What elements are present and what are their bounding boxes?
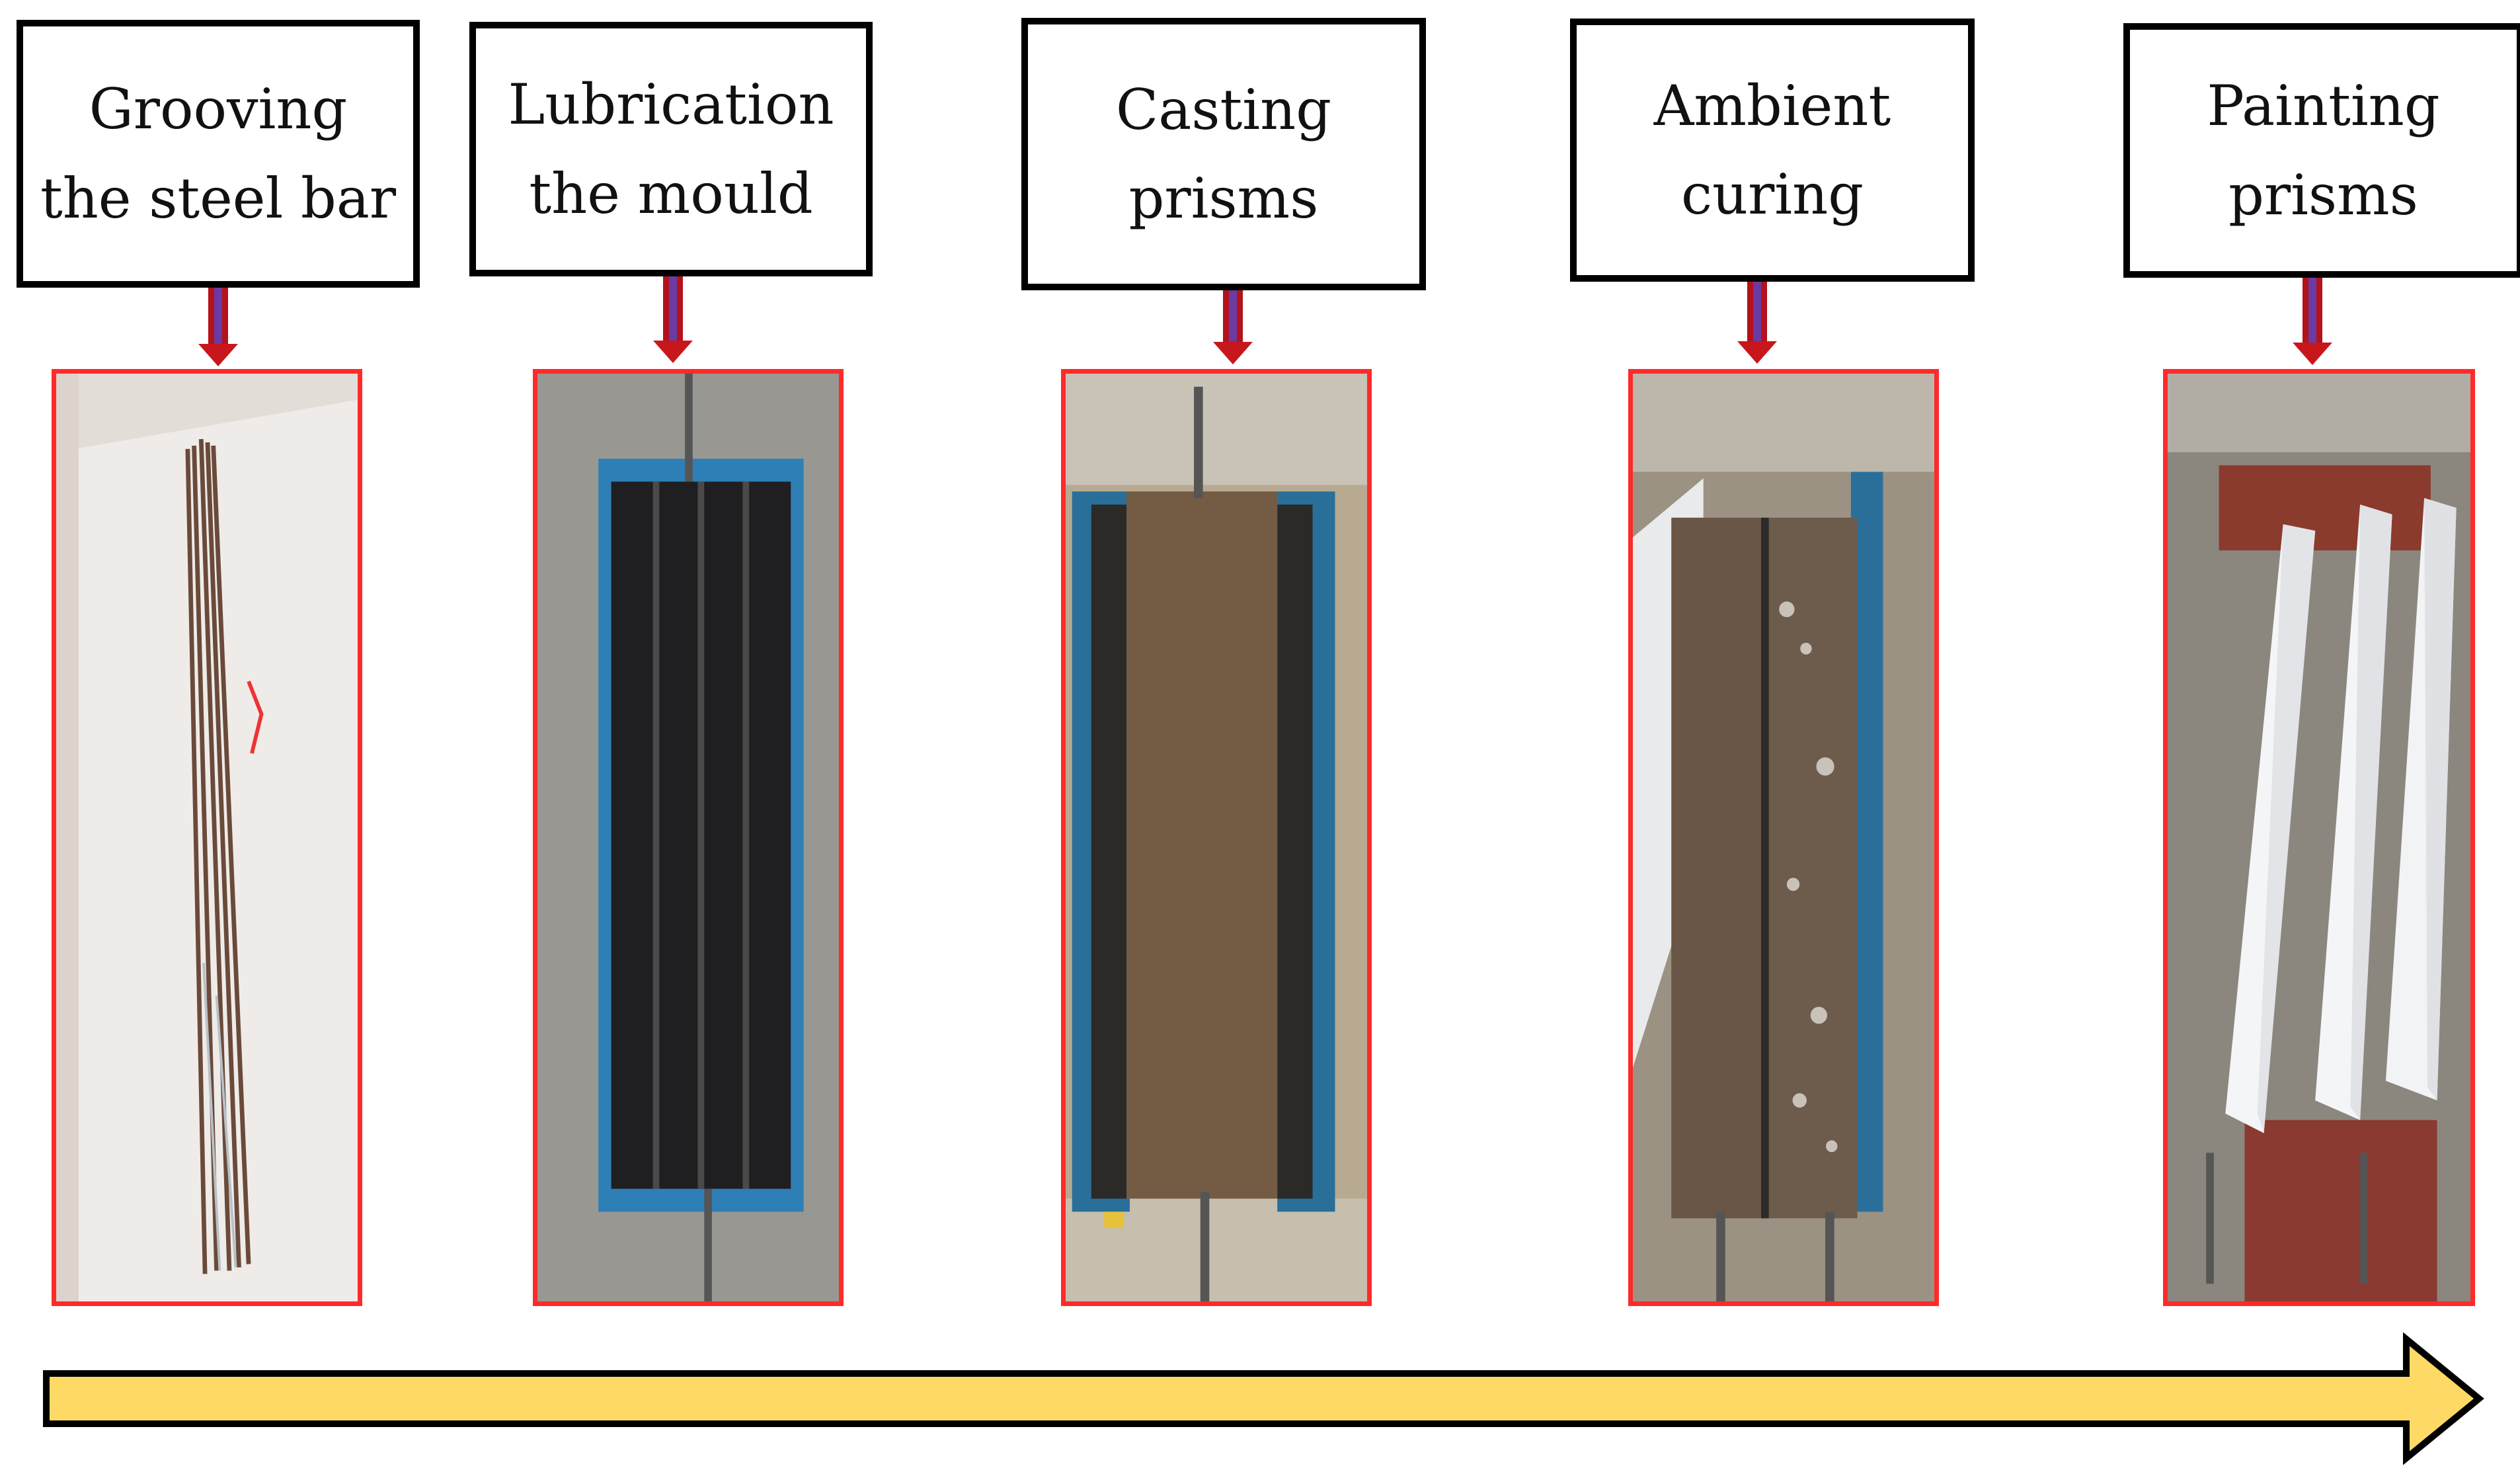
step-label-curing: Ambient curing	[1653, 73, 1891, 227]
step-label-lubrication: Lubrication the mould	[508, 72, 834, 226]
step-label-casting: Casting prisms	[1116, 77, 1331, 231]
photo-ambient-curing	[1628, 369, 1939, 1306]
photo-painted-prisms	[2163, 369, 2475, 1306]
arrow-head-lubrication	[653, 341, 693, 363]
step-box-grooving: Grooving the steel bar	[17, 20, 420, 288]
photo-steel-bars	[52, 369, 362, 1306]
arrow-head-painting	[2293, 343, 2332, 365]
process-timeline-arrow	[43, 1332, 2484, 1465]
arrow-head-curing	[1737, 341, 1777, 364]
connector-painting	[2303, 278, 2322, 344]
photo-lubricated-mould	[533, 369, 844, 1306]
connector-curing	[1747, 282, 1767, 343]
step-box-painting: Painting prisms	[2123, 23, 2520, 278]
step-box-curing: Ambient curing	[1570, 19, 1975, 282]
arrow-head-casting	[1213, 342, 1253, 364]
timeline-arrow-shape	[43, 1332, 2484, 1465]
step-label-painting: Painting prisms	[2207, 73, 2440, 227]
step-box-lubrication: Lubrication the mould	[469, 22, 873, 276]
step-box-casting: Casting prisms	[1021, 18, 1426, 290]
connector-grooving	[208, 288, 228, 347]
photo-cast-prisms	[1061, 369, 1372, 1306]
connector-casting	[1223, 290, 1243, 343]
arrow-head-grooving	[198, 344, 238, 366]
step-label-grooving: Grooving the steel bar	[40, 77, 397, 231]
connector-lubrication	[663, 276, 683, 343]
